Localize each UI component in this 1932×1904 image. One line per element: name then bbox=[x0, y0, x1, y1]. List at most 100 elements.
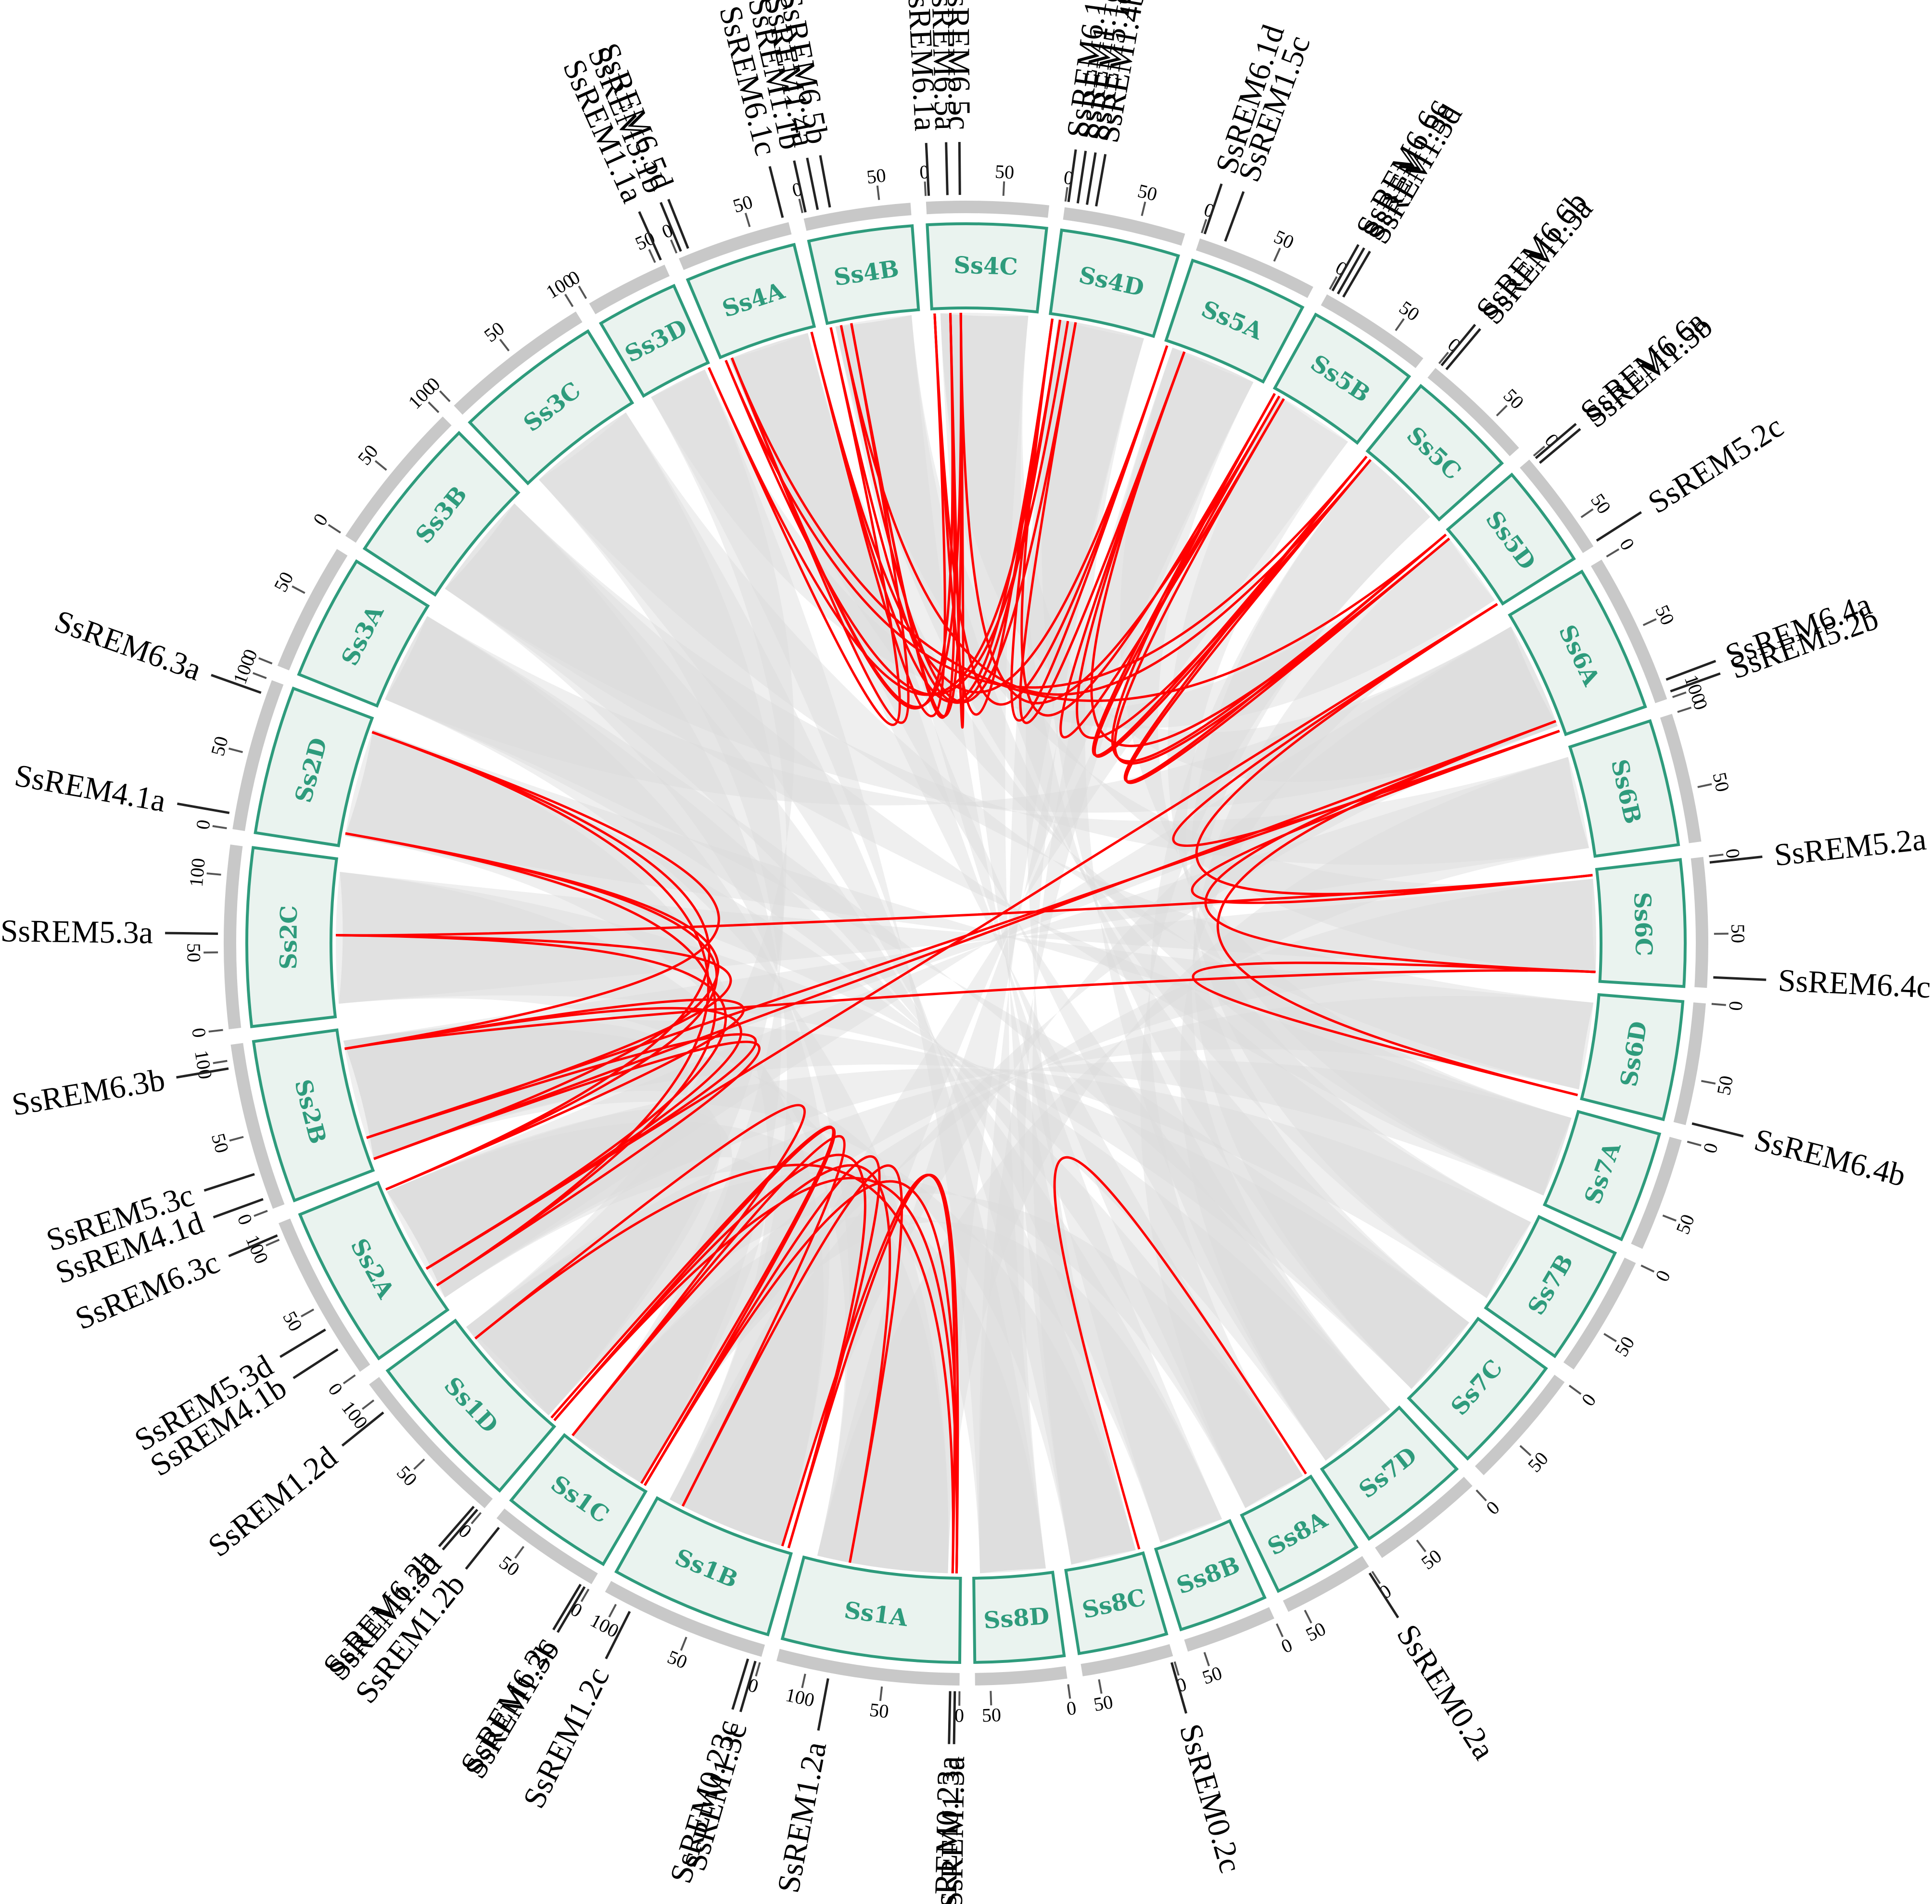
gene-tick-ssrem6-1d bbox=[1203, 183, 1223, 235]
red-link-ssrem6-5b-ssrem6-5d bbox=[730, 323, 910, 724]
red-link-ssrem1-1c-ssrem1-1b bbox=[829, 319, 1062, 704]
gray-link-ss6b-ss2b bbox=[343, 757, 1589, 1158]
tick-mark-ss1b-100 bbox=[608, 1604, 617, 1618]
red-link-ssrem1-5a-ssrem1-4a bbox=[839, 325, 1372, 696]
tick-label-ss6d-0: 0 bbox=[1724, 1000, 1746, 1012]
gene-tick-ssrem6-2b bbox=[438, 1506, 475, 1547]
tick-mark-ss1b-50 bbox=[680, 1636, 687, 1651]
gray-link-ss5d-ss7d bbox=[1180, 538, 1495, 1461]
outer-ring-ss3c bbox=[454, 311, 583, 415]
gene-tick-ssrem5-3c bbox=[203, 1173, 255, 1192]
tick-mark-ss7c-0 bbox=[1568, 1384, 1582, 1395]
tick-mark-ss8b-50 bbox=[1203, 1652, 1210, 1666]
gray-link-ss3c-ss6d bbox=[539, 412, 1594, 1090]
red-link-ssrem6-5c-ssrem6-5a bbox=[949, 313, 965, 729]
gene-tick-ssrem5-2c bbox=[1596, 511, 1642, 542]
red-link-ssrem1-3a-ssrem1-3d bbox=[553, 1176, 958, 1573]
gene-label-ssrem0-23c: SsREM0.23c bbox=[663, 1716, 746, 1887]
gray-link-ss7c-ss4c bbox=[940, 313, 1470, 1389]
tick-label-ss1a-50: 50 bbox=[868, 1699, 890, 1722]
gray-link-ss1d-ss6d bbox=[466, 996, 1594, 1416]
red-link-ssrem1-5b-ssrem1-5a bbox=[1125, 459, 1450, 784]
gray-link-ss8c-ss2b bbox=[343, 1027, 1136, 1565]
gray-link-ss4b-ss8b bbox=[835, 315, 1222, 1543]
gray-link-ss2c-ss7c bbox=[335, 872, 1470, 1389]
tick-mark-ss2b-50 bbox=[229, 1136, 244, 1142]
gene-tick-ssrem1-5c bbox=[1224, 191, 1245, 242]
chromosome-box-ss3b bbox=[362, 431, 521, 597]
red-link-ssrem6-6c-ssrem6-1b bbox=[1020, 319, 1276, 717]
gray-link-ss8a-ss1d bbox=[466, 1172, 1303, 1508]
gene-label-ssrem6-3b: SsREM6.3b bbox=[9, 1062, 167, 1123]
chromosome-label-ss2c: Ss2C bbox=[275, 905, 303, 970]
tick-mark-ss1b-0 bbox=[755, 1662, 761, 1677]
red-link-ssrem1-3c-ssrem1-3b bbox=[643, 1155, 881, 1548]
outer-ring-ss7c bbox=[1474, 1375, 1565, 1475]
outer-ring-ss5b bbox=[1321, 294, 1424, 369]
red-link-ssrem6-4a-ssrem4-1d bbox=[373, 720, 1556, 1160]
gene-tick-ssrem6-3b bbox=[176, 1067, 229, 1079]
tick-label-ss6b-50: 50 bbox=[1709, 770, 1734, 794]
red-link-ssrem6-4a-ssrem6-4c bbox=[1204, 720, 1596, 973]
red-link-ssrem1-5c-ssrem1-4b bbox=[1019, 322, 1186, 724]
tick-mark-ss2b-0 bbox=[254, 1210, 268, 1217]
gray-link-ss1a-ss5a bbox=[817, 347, 1254, 1573]
tick-mark-ss7b-0 bbox=[1640, 1265, 1655, 1273]
tick-mark-ss3a-50 bbox=[292, 585, 305, 594]
tick-mark-ss2d-100 bbox=[253, 672, 267, 679]
chromosome-box-ss8c bbox=[1064, 1551, 1169, 1655]
tick-label-ss2b-100: 100 bbox=[191, 1048, 216, 1080]
tick-label-ss3a-50: 50 bbox=[269, 568, 297, 595]
gray-link-ss1c-ss2a bbox=[387, 1108, 766, 1483]
tick-mark-ss3c-100 bbox=[564, 294, 574, 307]
tick-mark-ss3c-0 bbox=[439, 390, 451, 402]
outer-ring-ss6a bbox=[1590, 559, 1667, 703]
red-link-ssrem0-2a-ssrem0-2c bbox=[1053, 1156, 1307, 1550]
tick-label-ss2b-0: 0 bbox=[233, 1211, 257, 1228]
outer-ring-ss6c bbox=[1690, 856, 1708, 988]
tick-mark-ss4d-50 bbox=[1141, 201, 1146, 217]
tick-label-ss2d-50: 50 bbox=[206, 734, 232, 758]
gene-tick-ssrem6-1c bbox=[768, 166, 784, 218]
tick-label-ss7d-0: 0 bbox=[1482, 1496, 1503, 1519]
tick-label-ss4b-50: 50 bbox=[865, 164, 887, 188]
red-link-ssrem1-5b-ssrem1-5d bbox=[1114, 398, 1450, 765]
tick-label-ss3b-0: 0 bbox=[309, 510, 332, 529]
gene-label-ssrem5-3a: SsREM5.3a bbox=[0, 913, 153, 950]
gene-tick-ssrem6-6a bbox=[1535, 422, 1577, 460]
tick-mark-ss1a-100 bbox=[801, 1674, 806, 1688]
gene-tick-ssrem1-3c bbox=[739, 1661, 757, 1712]
tick-label-ss5b-50: 50 bbox=[1395, 296, 1424, 325]
gray-link-ss1a-ss6b bbox=[817, 757, 1589, 1573]
gene-tick-ssrem1-5a bbox=[1445, 328, 1481, 371]
chromosome-box-ss5c bbox=[1365, 383, 1504, 522]
tick-mark-ss7d-50 bbox=[1416, 1539, 1426, 1552]
gene-label-ssrem1-2a: SsREM1.2a bbox=[771, 1739, 833, 1895]
gene-label-ssrem1-2d: SsREM1.2d bbox=[202, 1440, 344, 1564]
chromosome-box-ss2d bbox=[254, 686, 374, 847]
gene-tick-ssrem6-5d bbox=[667, 199, 689, 249]
outer-ring-ss2a bbox=[279, 1218, 370, 1372]
tick-label-ss7b-50: 50 bbox=[1610, 1332, 1639, 1360]
gene-tick-ssrem6-5b bbox=[819, 155, 831, 208]
red-link-ssrem1-5d-ssrem1-5c bbox=[1059, 351, 1285, 739]
outer-ring-ss4b bbox=[803, 203, 912, 231]
gray-link-ss2b-ss7b bbox=[343, 1020, 1531, 1299]
red-link-ssrem1-2a-ssrem1-2b bbox=[572, 1164, 891, 1563]
tick-mark-ss7b-50 bbox=[1603, 1333, 1617, 1342]
gene-tick-ssrem1-4b bbox=[1095, 153, 1107, 207]
gray-link-ss7a-ss4a bbox=[729, 332, 1572, 1196]
tick-label-ss1a-100: 100 bbox=[784, 1684, 816, 1711]
tick-label-ss1c-50: 50 bbox=[495, 1551, 523, 1580]
chromosome-box-ss5d bbox=[1446, 473, 1576, 606]
tick-label-ss7b-0: 0 bbox=[1651, 1267, 1675, 1285]
tick-label-ss8c-50: 50 bbox=[1092, 1691, 1115, 1715]
tick-label-ss2c-100: 100 bbox=[185, 857, 209, 888]
tick-mark-ss8c-50 bbox=[1098, 1679, 1103, 1694]
red-link-ssrem6-2c-ssrem6-2b bbox=[550, 1125, 835, 1484]
gene-tick-ssrem5-2a bbox=[1709, 856, 1763, 864]
tick-mark-ss6a-50 bbox=[1642, 618, 1657, 626]
outer-ring-ss1d bbox=[369, 1377, 493, 1508]
tick-mark-ss1d-50 bbox=[413, 1458, 425, 1470]
outer-ring-ss8b bbox=[1184, 1607, 1274, 1652]
